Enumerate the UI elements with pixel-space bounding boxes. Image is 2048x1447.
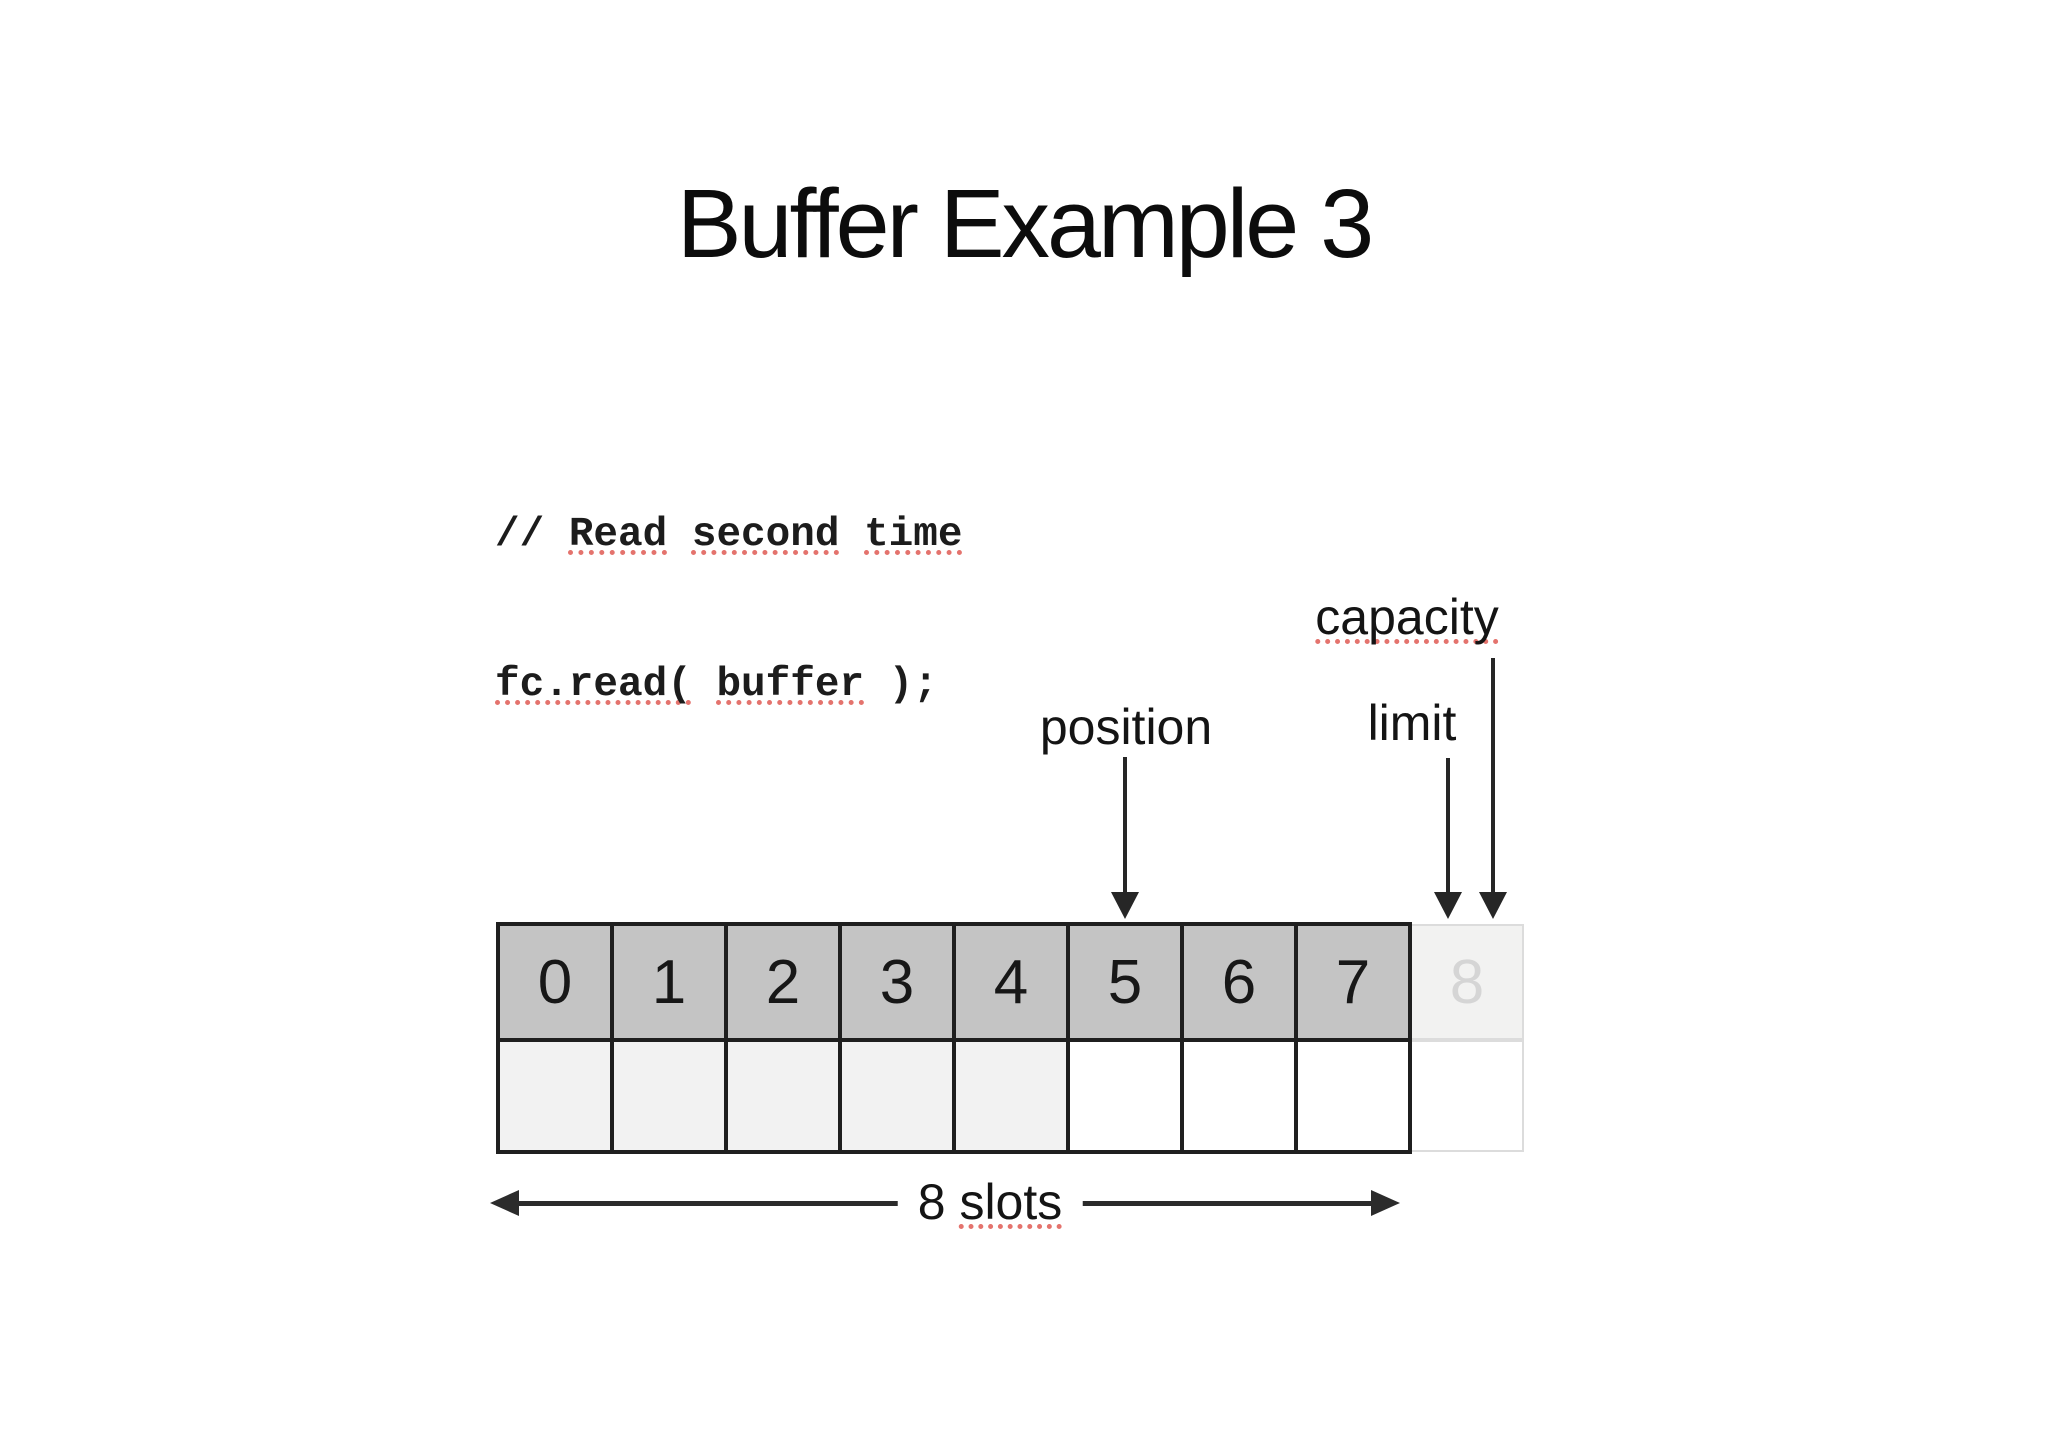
code-token	[667, 512, 692, 558]
slots-number: 8	[917, 1174, 946, 1230]
code-token-misspelled: Read	[568, 512, 668, 558]
capacity-arrow-shaft	[1491, 658, 1495, 892]
buffer-cell-1: 1	[612, 924, 726, 1040]
limit-arrow-shaft	[1446, 758, 1450, 892]
page-title: Buffer Example 3	[676, 169, 1374, 278]
capacity-arrow-head	[1479, 892, 1507, 919]
position-arrow-head	[1111, 892, 1139, 919]
buffer-cell-3: 3	[840, 924, 954, 1040]
buffer-cell-bottom-1	[612, 1040, 726, 1152]
slots-arrow-right-head	[1371, 1190, 1400, 1216]
buffer-cell-bottom-6	[1182, 1040, 1296, 1152]
buffer-cell-7: 7	[1296, 924, 1410, 1040]
buffer-table: 0 1 2 3 4 5 6 7 8	[498, 924, 1524, 1152]
slots-space	[946, 1174, 960, 1230]
buffer-cell-bottom-8-ghost	[1410, 1040, 1524, 1152]
code-token-misspelled: fc.read(	[495, 662, 692, 708]
buffer-cell-bottom-5	[1068, 1040, 1182, 1152]
code-comment-line: // Read second time	[495, 510, 963, 560]
limit-arrow-head	[1434, 892, 1462, 919]
code-token: );	[864, 662, 938, 708]
code-token-misspelled: buffer	[716, 662, 865, 708]
code-token-misspelled: second	[691, 512, 840, 558]
slots-word: slots	[959, 1174, 1063, 1230]
code-token-misspelled: time	[864, 512, 963, 558]
code-token	[692, 662, 717, 708]
buffer-cell-2: 2	[726, 924, 840, 1040]
buffer-cell-6: 6	[1182, 924, 1296, 1040]
buffer-cell-bottom-3	[840, 1040, 954, 1152]
buffer-cell-5: 5	[1068, 924, 1182, 1040]
buffer-cell-8-ghost: 8	[1410, 924, 1524, 1040]
position-label: position	[1039, 699, 1213, 755]
buffer-cell-bottom-2	[726, 1040, 840, 1152]
limit-label: limit	[1367, 695, 1457, 751]
code-token	[839, 512, 864, 558]
buffer-cell-bottom-0	[498, 1040, 612, 1152]
capacity-label-text: capacity	[1315, 589, 1499, 645]
code-token: //	[495, 512, 569, 558]
code-block: // Read second time fc.read( buffer );	[495, 410, 963, 810]
slots-extent-label: 8 slots	[897, 1170, 1083, 1234]
buffer-cell-bottom-4	[954, 1040, 1068, 1152]
buffer-cell-4: 4	[954, 924, 1068, 1040]
code-read-line: fc.read( buffer );	[495, 660, 963, 710]
buffer-cell-0: 0	[498, 924, 612, 1040]
capacity-label: capacity	[1315, 588, 1498, 646]
buffer-cell-bottom-7	[1296, 1040, 1410, 1152]
position-arrow-shaft	[1123, 757, 1127, 892]
